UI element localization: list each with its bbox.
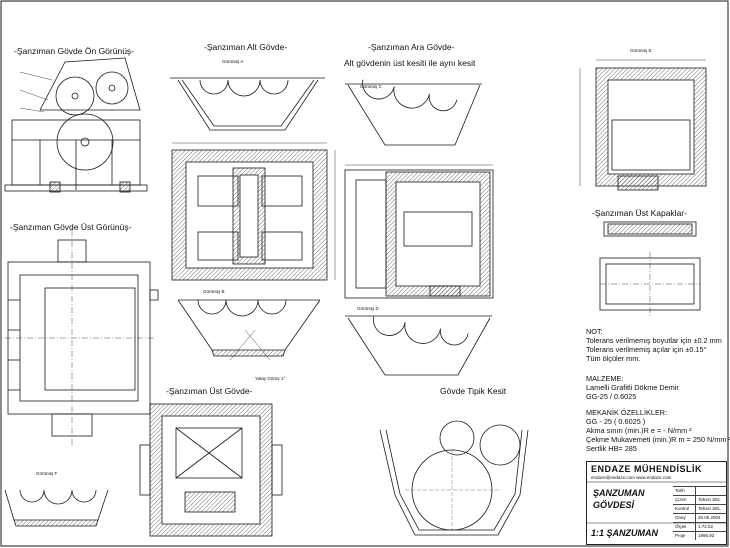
section-label-b: Görünüş B	[203, 289, 225, 294]
section-f	[4, 489, 109, 527]
section-b	[177, 299, 321, 361]
company-name: ENDAZE MÜHENDİSLİK	[591, 464, 703, 474]
mechanical-line: GG - 25 ( 0.6025 )	[586, 417, 646, 426]
title-block: ENDAZE MÜHENDİSLİK endaze@endaze.com www…	[586, 461, 727, 545]
note-line: Tolerans verilmemiş boyutlar için ±0.2 m…	[586, 336, 722, 345]
top-view-title: -Şanzıman Gövde Üst Görünüş-	[10, 222, 132, 232]
note-line: Tolerans verilmemiş açılar için ±0.15°	[586, 345, 707, 354]
mechanical-title: MEKANİK ÖZELLİKLER:	[586, 408, 668, 417]
drawing-footer: 1:1 ŞANZUMAN	[591, 528, 659, 538]
mechanical-line: Akma sınırı (min.)R e = - N/mm ²	[586, 426, 692, 435]
typical-section-title: Gövde Tipik Kesit	[440, 386, 507, 396]
upper-housing-title: -Şanzıman Üst Gövde-	[166, 386, 253, 396]
section-e	[579, 59, 707, 191]
section-label-d: Görünüş D	[357, 306, 379, 311]
mechanical-line: Çekme Mukavemeti (min.)R m = 250 N/mm ²	[586, 435, 730, 444]
top-view	[5, 230, 159, 445]
top-covers-title: -Şanzıman Üst Kapaklar-	[592, 208, 687, 218]
bottom-housing-plan	[171, 142, 336, 281]
company-contact: endaze@endaze.com www.endaze.com	[591, 475, 672, 480]
notes-title: NOT:	[586, 327, 603, 336]
upper-housing	[139, 403, 283, 537]
middle-housing-section	[345, 79, 482, 146]
material-line: GG-25 / 0.6025	[586, 392, 637, 401]
section-label-e: Görünüş E	[630, 48, 652, 53]
middle-housing-title: -Şanzıman Ara Gövde-	[368, 42, 455, 52]
front-view-title: -Şanzıman Gövde Ön Görünüş-	[14, 46, 135, 56]
typical-section	[379, 420, 529, 536]
material-title: MALZEME:	[586, 374, 624, 383]
note-line: Tüm ölçüler mm.	[586, 354, 641, 363]
top-covers	[599, 221, 701, 316]
front-view	[4, 57, 148, 193]
bottom-housing-title: -Şanzıman Alt Gövde-	[204, 42, 288, 52]
drawing-title-line2: GÖVDESİ	[593, 500, 635, 510]
middle-housing-plan	[344, 164, 494, 299]
material-line: Lamelli Grafitli Dökme Demir	[586, 383, 679, 392]
bottom-housing-section	[170, 77, 325, 131]
title-block-row: Tarih	[673, 486, 727, 495]
drawing-title-line1: ŞANZUMAN	[593, 488, 645, 498]
section-label-c: Görünüş C	[360, 84, 382, 89]
mechanical-line: Sertlik HB= 285	[586, 444, 637, 453]
middle-housing-subtitle: Alt gövdenin üst kesiti ile aynı kesit	[344, 58, 476, 68]
section-label-a: Görünüş A	[222, 59, 244, 64]
yatay-label: Yatay Görüş 1°	[255, 376, 286, 381]
section-d	[345, 315, 492, 376]
section-label-f: Görünüş F	[36, 471, 58, 476]
